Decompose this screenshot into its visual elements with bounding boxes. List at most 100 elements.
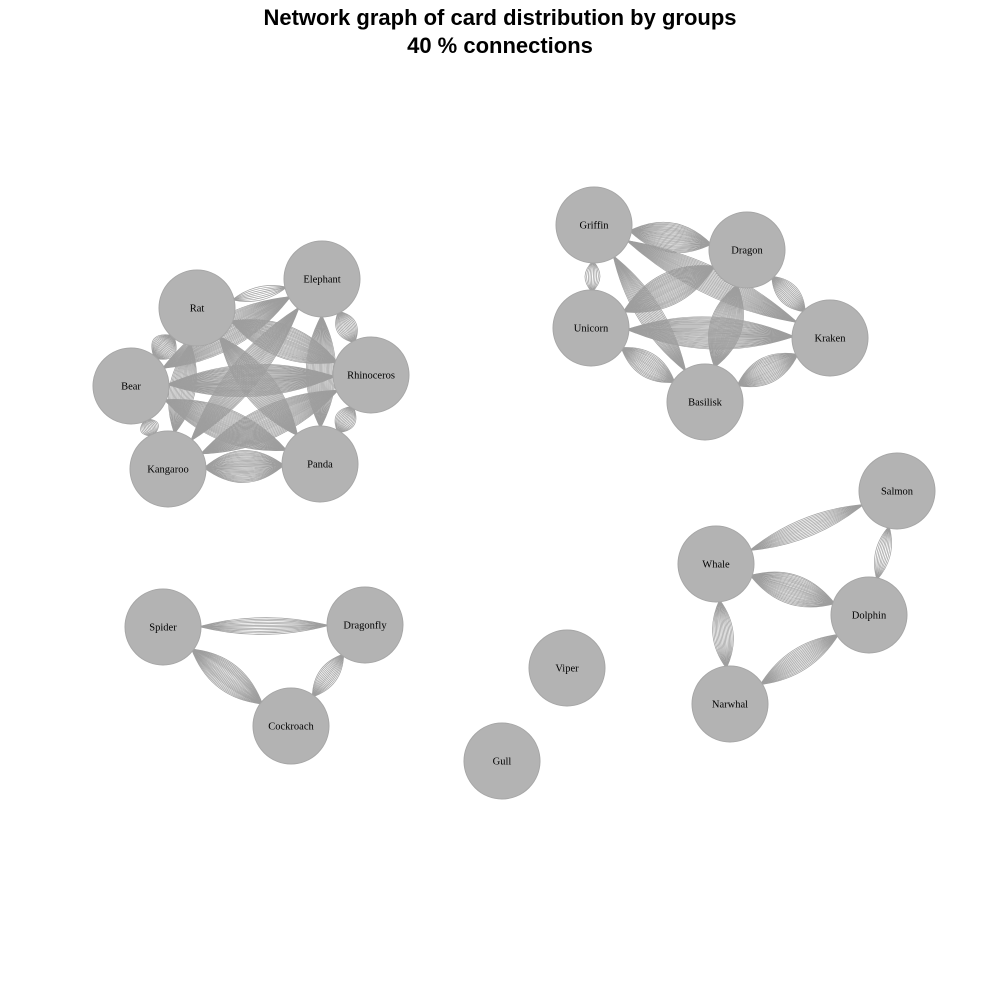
node-dragonfly[interactable]: Dragonfly xyxy=(326,586,404,664)
edge-line xyxy=(626,240,798,323)
edge-line xyxy=(162,296,291,369)
node-bear[interactable]: Bear xyxy=(92,347,170,425)
edge-line xyxy=(153,335,174,359)
edge-line xyxy=(626,329,795,347)
edge-line xyxy=(626,329,795,337)
edge-line xyxy=(714,599,727,669)
edge-line xyxy=(713,284,738,368)
edge-line xyxy=(736,354,799,386)
edge-line xyxy=(750,572,836,604)
edge-line xyxy=(166,376,336,395)
edge-line xyxy=(714,284,741,368)
node-circle xyxy=(129,430,207,508)
edge-line xyxy=(335,405,354,433)
edge-line xyxy=(760,634,839,685)
edge-line xyxy=(591,260,596,293)
edge-line xyxy=(750,575,835,604)
edge-line xyxy=(166,374,336,385)
node-circle xyxy=(691,665,769,743)
edge-line xyxy=(162,296,291,369)
edge-line xyxy=(622,265,715,313)
node-kangaroo[interactable]: Kangaroo xyxy=(129,430,207,508)
node-circle xyxy=(552,289,630,367)
node-dolphin[interactable]: Dolphin xyxy=(830,576,908,654)
edge-line xyxy=(629,225,712,245)
edge-line xyxy=(626,325,795,337)
edge-bundle-griffin-kraken xyxy=(626,240,798,323)
edge-line xyxy=(612,255,687,372)
edge-line xyxy=(736,354,799,386)
edge-line xyxy=(626,316,795,337)
edge-bundle-elephant-rhinoceros xyxy=(335,310,358,344)
edge-line xyxy=(162,296,291,369)
edge-line xyxy=(626,240,798,323)
edge-line xyxy=(629,230,712,246)
edge-line xyxy=(623,265,715,313)
edge-line xyxy=(750,573,836,604)
node-elephant[interactable]: Elephant xyxy=(283,240,361,318)
edge-line xyxy=(620,347,675,383)
edge-line xyxy=(626,322,795,337)
edge-line xyxy=(200,389,339,455)
node-narwhal[interactable]: Narwhal xyxy=(691,665,769,743)
node-salmon[interactable]: Salmon xyxy=(858,452,936,530)
edge-line xyxy=(620,347,675,383)
edge-line xyxy=(200,389,339,455)
edge-line xyxy=(166,376,336,385)
edge-line xyxy=(626,329,795,349)
node-basilisk[interactable]: Basilisk xyxy=(666,363,744,441)
edge-line xyxy=(736,353,799,386)
edge-line xyxy=(200,389,339,455)
node-gull[interactable]: Gull xyxy=(463,722,541,800)
node-circle xyxy=(281,425,359,503)
edge-line xyxy=(719,599,733,669)
edge-bundle-dolphin-narwhal xyxy=(760,634,839,685)
edge-line xyxy=(719,599,732,669)
edge-line xyxy=(718,599,727,669)
node-cockroach[interactable]: Cockroach xyxy=(252,687,330,765)
edge-line xyxy=(626,317,795,337)
edge-line xyxy=(198,617,330,627)
edge-line xyxy=(626,240,798,323)
node-griffin[interactable]: Griffin xyxy=(555,186,633,264)
edge-line xyxy=(713,599,727,669)
edge-line xyxy=(166,376,336,387)
edge-line xyxy=(338,311,355,344)
edge-line xyxy=(736,354,799,386)
edge-line xyxy=(154,335,174,359)
node-viper[interactable]: Viper xyxy=(528,629,606,707)
node-kraken[interactable]: Kraken xyxy=(791,299,869,377)
chart-title-line1: Network graph of card distribution by gr… xyxy=(263,5,737,30)
edge-line xyxy=(200,389,339,455)
edge-line xyxy=(629,224,712,245)
edge-line xyxy=(162,296,291,369)
node-circle xyxy=(158,269,236,347)
edge-line xyxy=(760,634,839,685)
edge-line xyxy=(612,255,687,372)
edge-line xyxy=(622,265,715,313)
edge-line xyxy=(760,634,839,685)
node-rat[interactable]: Rat xyxy=(158,269,236,347)
node-spider[interactable]: Spider xyxy=(124,588,202,666)
node-whale[interactable]: Whale xyxy=(677,525,755,603)
node-unicorn[interactable]: Unicorn xyxy=(552,289,630,367)
edge-line xyxy=(736,354,799,386)
edge-line xyxy=(200,389,339,455)
edge-line xyxy=(749,504,864,551)
edge-line xyxy=(749,575,835,605)
node-label: Kraken xyxy=(815,334,847,345)
edge-line xyxy=(200,389,339,455)
edge-line xyxy=(166,376,336,386)
edge-line xyxy=(749,504,864,551)
edge-line xyxy=(203,464,285,469)
node-rhinoceros[interactable]: Rhinoceros xyxy=(332,336,410,414)
edge-line xyxy=(750,575,836,604)
edge-line xyxy=(203,464,285,469)
edge-line xyxy=(200,389,339,455)
edge-line xyxy=(311,653,344,698)
node-dragon[interactable]: Dragon xyxy=(708,211,786,289)
node-panda[interactable]: Panda xyxy=(281,425,359,503)
edge-line xyxy=(749,504,864,551)
edge-line xyxy=(162,296,291,369)
